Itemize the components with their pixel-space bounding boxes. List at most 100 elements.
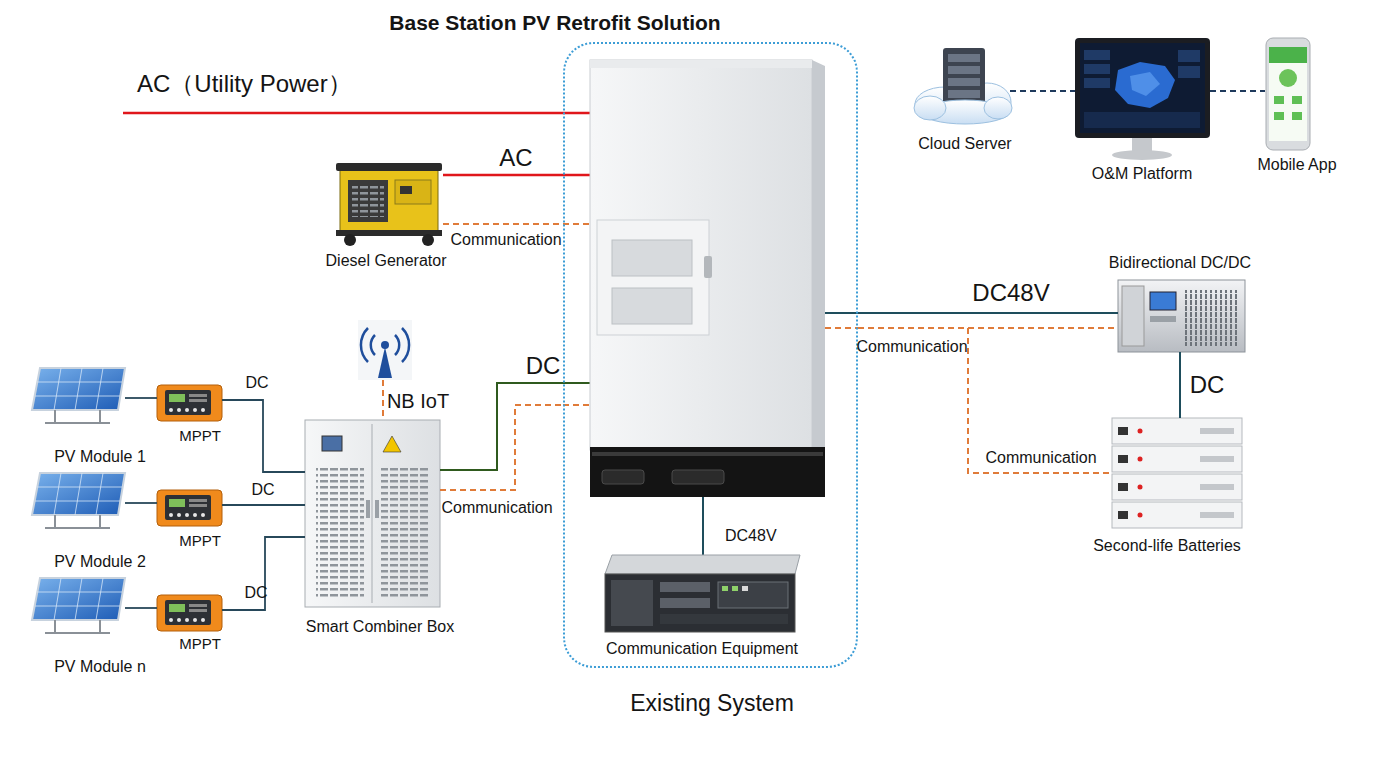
connector-line (125, 607, 157, 609)
connector-label: DC (244, 584, 267, 602)
diesel-generator: Diesel Generator (333, 160, 443, 248)
connector-line (443, 223, 563, 225)
combiner-box-illustration (366, 500, 370, 518)
connector-label: DC (526, 352, 561, 380)
connector-line (440, 383, 563, 470)
monitor-illustration (1080, 43, 1205, 133)
battery-stack: Second-life Batteries (1112, 418, 1242, 530)
connector-label: Communication (856, 338, 967, 356)
monitor-illustration (1115, 62, 1175, 108)
power-cabinet (612, 288, 692, 324)
power-cabinet (590, 60, 812, 450)
mppt-illustration (157, 385, 222, 631)
mppt-illustration (157, 490, 222, 526)
om-platform: O&M Platform (1075, 38, 1210, 160)
monitor-illustration (1084, 50, 1110, 60)
monitor-illustration (1112, 150, 1172, 160)
communication-equipment-illustration (605, 555, 800, 574)
combiner-box: Smart Combiner Box (305, 420, 440, 607)
battery-stack-illustration (1138, 513, 1143, 518)
connector-label: DC48V (972, 279, 1049, 307)
wire-label: DC48V (725, 527, 777, 545)
node-label: Existing System (630, 690, 794, 716)
wire-stubs (563, 223, 590, 225)
connector-line (222, 537, 305, 610)
communication-equipment-illustration (718, 582, 788, 608)
antenna-icon (378, 347, 392, 378)
battery-stack-illustration (1112, 502, 1242, 528)
monitor-illustration (1084, 112, 1200, 128)
communication-equipment-illustration (660, 582, 710, 592)
connector-line (858, 328, 1112, 473)
pv-panel-illustration (32, 578, 125, 633)
phone-illustration (1266, 38, 1310, 150)
power-cabinet (590, 60, 812, 68)
dc-dc-converter-illustration (1118, 280, 1245, 352)
battery-stack-illustration (1200, 456, 1234, 462)
diesel-generator-illustration (395, 180, 431, 204)
node-label: NB IoT (387, 390, 449, 413)
connector-line (858, 327, 1118, 329)
power-cabinet (597, 220, 709, 335)
communication-equipment-illustration (660, 614, 788, 624)
node-label: PV Module 2 (54, 553, 146, 571)
node-label: Cloud Server (918, 135, 1011, 153)
phone-illustration (1269, 47, 1307, 63)
battery-stack-illustration (1112, 418, 1242, 528)
power-cabinet (672, 470, 724, 484)
diesel-generator-illustration (422, 234, 434, 246)
pv-panel-illustration (32, 473, 125, 528)
pv-module: PV Module n (32, 578, 125, 633)
cloud-server-illustration (948, 54, 980, 62)
connector-line (382, 380, 384, 420)
monitor-illustration (1130, 72, 1160, 96)
communication-equipment-illustration (611, 580, 653, 626)
wire-stubs (563, 174, 590, 177)
antenna-icon (358, 320, 412, 380)
monitor-illustration (1075, 38, 1210, 160)
node-label: PV Module n (54, 658, 146, 676)
power-cabinet (590, 60, 825, 497)
mobile-app: Mobile App (1265, 38, 1310, 150)
battery-stack-illustration (1118, 455, 1128, 463)
monitor-illustration (1084, 64, 1110, 74)
utility-power-wire (123, 113, 590, 114)
diesel-generator-illustration (336, 163, 442, 246)
battery-stack-illustration (1138, 457, 1143, 462)
combiner-box-illustration (372, 424, 373, 603)
monitor-illustration (1075, 38, 1210, 138)
communication-equipment: Communication Equipment (605, 555, 795, 632)
combiner-box-illustration (322, 436, 342, 451)
connector-label: AC (499, 144, 532, 172)
phone-illustration (1292, 112, 1302, 120)
node-label: PV Module 1 (54, 448, 146, 466)
power-cabinet (812, 60, 825, 450)
wire-stubs (563, 382, 590, 384)
connector-line (858, 312, 1118, 314)
connector-line (125, 397, 157, 399)
antenna-icon (395, 335, 399, 355)
antenna-icon (402, 328, 409, 362)
monitor-illustration (1084, 78, 1110, 88)
power-cabinet (602, 470, 644, 484)
combiner-box-illustration (305, 420, 440, 607)
phone-illustration (1266, 38, 1310, 150)
node-label: MPPT (179, 635, 221, 652)
cloud-server-illustration (948, 90, 980, 98)
diesel-generator-illustration (352, 185, 384, 217)
diesel-generator-illustration (400, 186, 412, 194)
connector-label: Communication (985, 449, 1096, 467)
cloud-server-illustration (948, 78, 980, 86)
diesel-generator-illustration (336, 163, 442, 171)
diesel-generator-illustration (344, 234, 356, 246)
mppt-illustration (157, 595, 222, 631)
battery-stack-illustration (1200, 484, 1234, 490)
connector-line (222, 504, 305, 506)
connector-line (125, 502, 157, 504)
connector-label: Communication (450, 231, 561, 249)
connector-line (222, 400, 305, 472)
mppt-illustration (157, 385, 222, 421)
battery-stack-illustration (1118, 427, 1128, 435)
